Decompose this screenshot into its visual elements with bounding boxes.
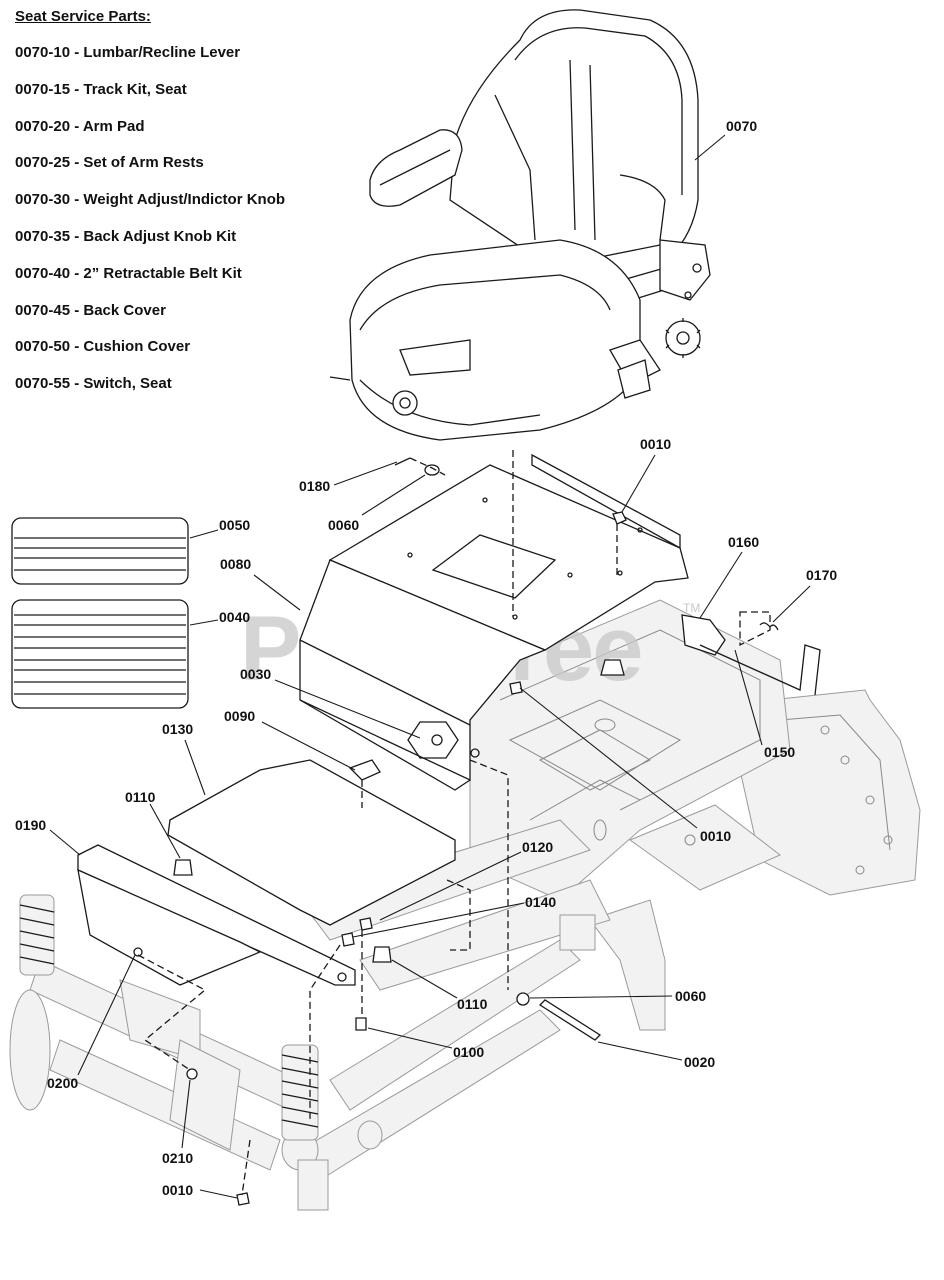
pin-0200 xyxy=(133,947,143,957)
callout-0110-mid: 0110 xyxy=(457,996,488,1012)
callout-0110-left: 0110 xyxy=(125,789,156,805)
service-part-item: 0070-55 - Switch, Seat xyxy=(15,375,172,393)
service-part-item: 0070-20 - Arm Pad xyxy=(15,117,145,135)
service-part-item: 0070-40 - 2” Retractable Belt Kit xyxy=(15,264,242,282)
decal-0040 xyxy=(11,599,189,709)
latch-bracket-0160 xyxy=(681,614,726,656)
service-part-item: 0070-45 - Back Cover xyxy=(15,301,166,319)
washer-0060-top xyxy=(424,464,440,476)
callout-0010-top: 0010 xyxy=(640,436,671,452)
callout-0090: 0090 xyxy=(224,708,255,724)
callout-0150: 0150 xyxy=(764,744,795,760)
callout-0100: 0100 xyxy=(453,1044,484,1060)
callout-0060-bottom: 0060 xyxy=(675,988,706,1004)
service-part-item: 0070-30 - Weight Adjust/Indictor Knob xyxy=(15,191,286,209)
callout-0190: 0190 xyxy=(15,817,46,833)
callout-0080: 0080 xyxy=(220,556,251,572)
rubber-mount-0110-left xyxy=(173,859,193,876)
service-parts-list: 0070-10 - Lumbar/Recline Lever 0070-15 -… xyxy=(15,44,285,412)
callout-0060-top: 0060 xyxy=(328,517,359,533)
nut-0010-mid xyxy=(509,681,523,695)
washer-0060-bottom xyxy=(516,992,530,1006)
callout-0200: 0200 xyxy=(47,1075,78,1091)
callout-0030: 0030 xyxy=(240,666,271,682)
callout-0020: 0020 xyxy=(684,1054,715,1070)
right-shock-absorber xyxy=(281,1044,319,1141)
nut-0210 xyxy=(186,1068,198,1080)
rubber-bumper xyxy=(600,659,625,676)
callout-0170: 0170 xyxy=(806,567,837,583)
bolt-0020 xyxy=(538,999,602,1041)
rod-0150 xyxy=(699,644,821,696)
assembly-guide-lines xyxy=(137,450,771,1196)
seal-0030 xyxy=(407,721,459,759)
callout-0120: 0120 xyxy=(522,839,553,855)
callout-0010-bottom: 0010 xyxy=(162,1182,193,1198)
plate-0130 xyxy=(167,759,456,926)
knob-0090 xyxy=(348,759,381,781)
callout-0070: 0070 xyxy=(726,118,757,134)
callout-0210: 0210 xyxy=(162,1150,193,1166)
service-part-item: 0070-15 - Track Kit, Seat xyxy=(15,80,187,98)
callout-labels: 0070 0010 0180 0060 0050 0080 0160 0170 … xyxy=(15,118,837,1198)
spring-0170 xyxy=(759,622,779,631)
watermark-trademark: TM xyxy=(683,601,700,615)
callout-0180: 0180 xyxy=(299,478,330,494)
service-part-item: 0070-35 - Back Adjust Knob Kit xyxy=(15,227,237,245)
pin-0180 xyxy=(394,457,411,466)
callout-0040: 0040 xyxy=(219,609,250,625)
callout-0140: 0140 xyxy=(525,894,556,910)
panel-0190 xyxy=(77,844,356,986)
service-part-item: 0070-10 - Lumbar/Recline Lever xyxy=(15,44,241,61)
callout-0160: 0160 xyxy=(728,534,759,550)
seat-pan xyxy=(299,453,689,791)
service-parts-title: Seat Service Parts: xyxy=(15,8,151,25)
nut-0010-bottom xyxy=(236,1192,250,1206)
service-part-item: 0070-50 - Cushion Cover xyxy=(15,338,191,356)
service-part-item: 0070-25 - Set of Arm Rests xyxy=(15,154,204,172)
washer-0120 xyxy=(359,917,373,931)
mower-frame xyxy=(9,599,921,1211)
left-shock-absorber xyxy=(19,894,55,976)
rubber-mount-0110-mid xyxy=(372,946,392,963)
decal-0050 xyxy=(11,517,189,585)
callout-0010-mid: 0010 xyxy=(700,828,731,844)
callout-0130: 0130 xyxy=(162,721,193,737)
nut-0140 xyxy=(341,932,355,947)
bolt-0100 xyxy=(355,1017,367,1031)
callout-leaders xyxy=(49,134,811,1199)
seat-assembly xyxy=(329,9,711,441)
nut-0010-top xyxy=(612,511,627,525)
callout-0050: 0050 xyxy=(219,517,250,533)
